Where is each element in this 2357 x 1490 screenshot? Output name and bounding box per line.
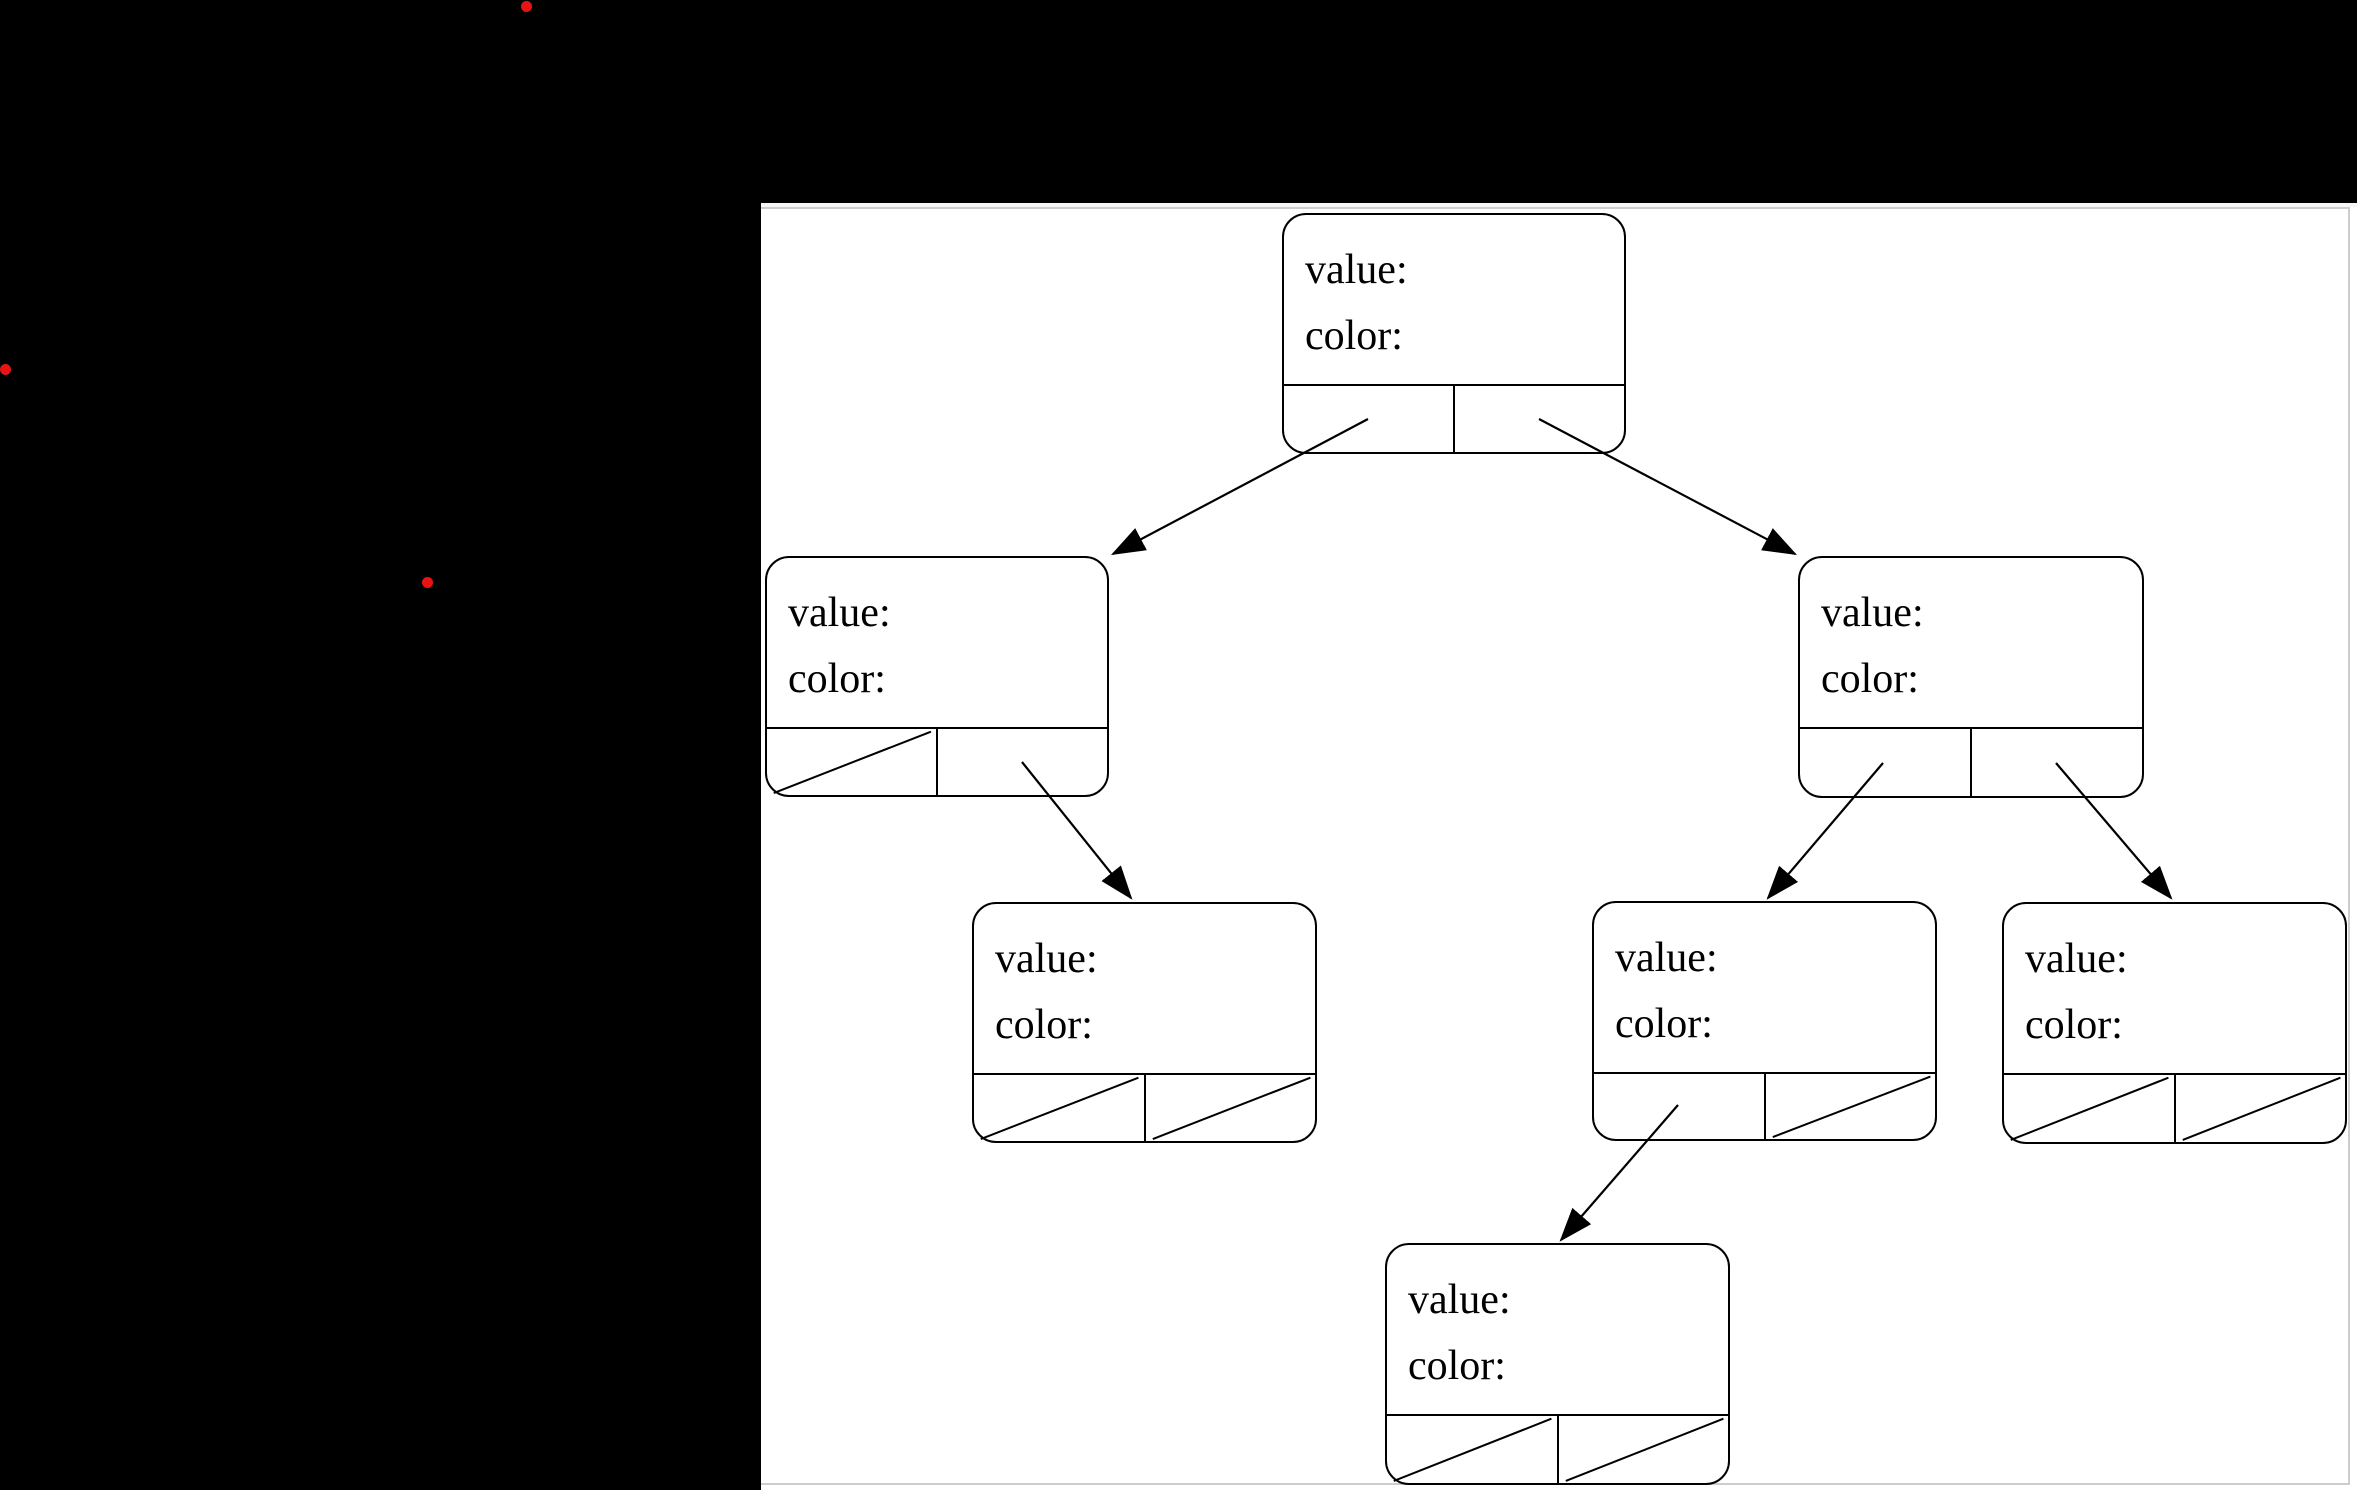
tree-node-right-left-left-child: value: color:	[1385, 1243, 1730, 1485]
pointer-cells	[1387, 1414, 1728, 1483]
right-pointer-cell	[1455, 386, 1624, 452]
pointer-cells	[1594, 1072, 1935, 1139]
node-value-label: value:	[1821, 590, 1924, 636]
null-pointer-slash	[2176, 1075, 2346, 1142]
red-dot-marker	[521, 1, 532, 12]
node-color-label: color:	[1305, 313, 1403, 359]
left-pointer-cell	[974, 1075, 1146, 1141]
node-value-label: value:	[1615, 935, 1718, 981]
left-pointer-cell	[767, 729, 938, 795]
right-pointer-cell	[938, 729, 1107, 795]
node-value-label: value:	[788, 590, 891, 636]
tree-node-right-child: value: color:	[1798, 556, 2144, 798]
right-pointer-cell	[2176, 1075, 2346, 1142]
left-pointer-cell	[1594, 1074, 1766, 1139]
tree-node-left-right-child: value: color:	[972, 902, 1317, 1143]
left-pointer-cell	[1284, 386, 1455, 452]
null-pointer-slash	[2004, 1075, 2174, 1142]
red-dot-marker	[422, 577, 433, 588]
node-color-label: color:	[995, 1002, 1093, 1048]
pointer-cells	[1284, 384, 1624, 452]
node-color-label: color:	[1821, 656, 1919, 702]
null-pointer-slash	[767, 729, 936, 795]
node-color-label: color:	[788, 656, 886, 702]
node-value-label: value:	[2025, 936, 2128, 982]
left-pointer-cell	[1387, 1416, 1559, 1483]
panel-border-top	[761, 207, 2350, 209]
null-pointer-slash	[974, 1075, 1144, 1141]
left-pointer-cell	[1800, 729, 1972, 796]
right-pointer-cell	[1766, 1074, 1936, 1139]
right-pointer-cell	[1146, 1075, 1316, 1141]
node-value-label: value:	[995, 936, 1098, 982]
tree-node-right-left-child: value: color:	[1592, 901, 1937, 1141]
node-color-label: color:	[1408, 1343, 1506, 1389]
node-color-label: color:	[1615, 1001, 1713, 1047]
node-color-label: color:	[2025, 1002, 2123, 1048]
null-pointer-slash	[1146, 1075, 1316, 1141]
panel-top-strip	[761, 203, 2357, 207]
tree-node-left-child: value: color:	[765, 556, 1109, 797]
pointer-cells	[2004, 1073, 2345, 1142]
pointer-cells	[974, 1073, 1315, 1141]
tree-node-root: value: color:	[1282, 213, 1626, 454]
right-pointer-cell	[1559, 1416, 1729, 1483]
pointer-cells	[1800, 727, 2142, 796]
red-dot-marker	[0, 364, 11, 375]
null-pointer-slash	[1387, 1416, 1557, 1483]
pointer-cells	[767, 727, 1107, 795]
null-pointer-slash	[1559, 1416, 1729, 1483]
panel-border-right	[2348, 207, 2350, 1485]
right-pointer-cell	[1972, 729, 2142, 796]
null-pointer-slash	[1766, 1074, 1936, 1139]
left-pointer-cell	[2004, 1075, 2176, 1142]
node-value-label: value:	[1408, 1277, 1511, 1323]
tree-node-right-right-child: value: color:	[2002, 902, 2347, 1144]
node-value-label: value:	[1305, 247, 1408, 293]
